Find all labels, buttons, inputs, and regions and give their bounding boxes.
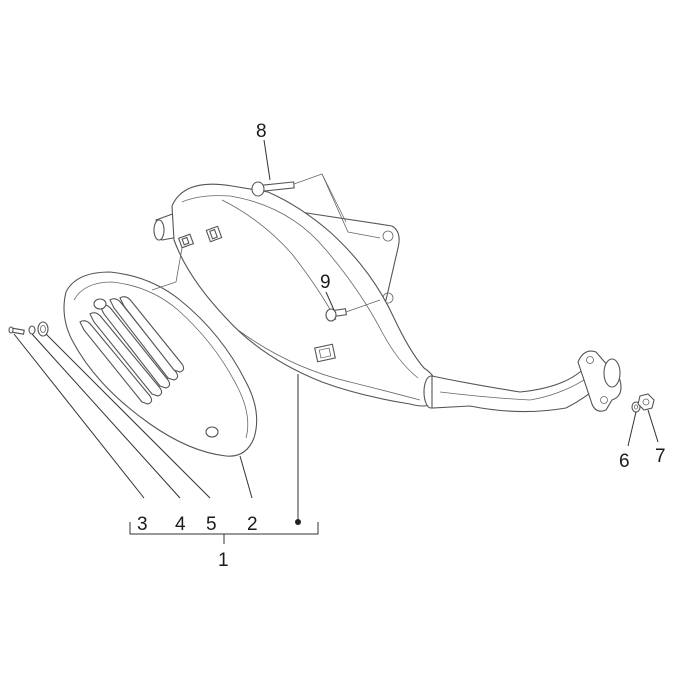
flange-port bbox=[603, 358, 621, 388]
callout-5: 5 bbox=[206, 514, 217, 535]
inlet-stub-end bbox=[153, 219, 165, 241]
callout-4: 4 bbox=[175, 514, 186, 535]
clip-lower bbox=[314, 343, 336, 363]
bracket-hole-upper bbox=[382, 230, 394, 242]
flange-hole-upper bbox=[586, 356, 594, 364]
exhaust-flange bbox=[577, 350, 622, 412]
muffler-seam bbox=[181, 195, 419, 379]
callout-6: 6 bbox=[619, 451, 630, 472]
shield-mount-hole-lower bbox=[205, 426, 219, 438]
clip-upper-right bbox=[205, 225, 223, 243]
heat-shield bbox=[63, 271, 258, 457]
callout-8: 8 bbox=[256, 121, 267, 142]
callout-1-dot bbox=[295, 519, 301, 525]
clip-upper-left bbox=[177, 233, 195, 249]
callout-3: 3 bbox=[137, 514, 148, 535]
muffler-assembly bbox=[153, 183, 622, 413]
heat-shield-edge bbox=[73, 281, 249, 439]
muffler-lower-contour bbox=[237, 329, 421, 401]
shield-mount-hole-upper bbox=[93, 298, 107, 310]
callout-7: 7 bbox=[655, 446, 666, 467]
bolt-8 bbox=[251, 181, 295, 197]
leader-lines bbox=[13, 139, 659, 544]
nut-7 bbox=[637, 393, 655, 411]
callout-9: 9 bbox=[320, 272, 331, 293]
callout-2: 2 bbox=[247, 514, 258, 535]
muffler-inner-contour bbox=[221, 199, 337, 321]
spacer-5 bbox=[37, 321, 49, 337]
callout-1: 1 bbox=[218, 550, 229, 571]
header-pipe-highlight bbox=[439, 371, 597, 401]
screw-3 bbox=[8, 326, 25, 335]
heat-shield-grille bbox=[79, 296, 185, 405]
washer-4 bbox=[28, 325, 36, 335]
flange-hole-lower bbox=[600, 396, 608, 404]
